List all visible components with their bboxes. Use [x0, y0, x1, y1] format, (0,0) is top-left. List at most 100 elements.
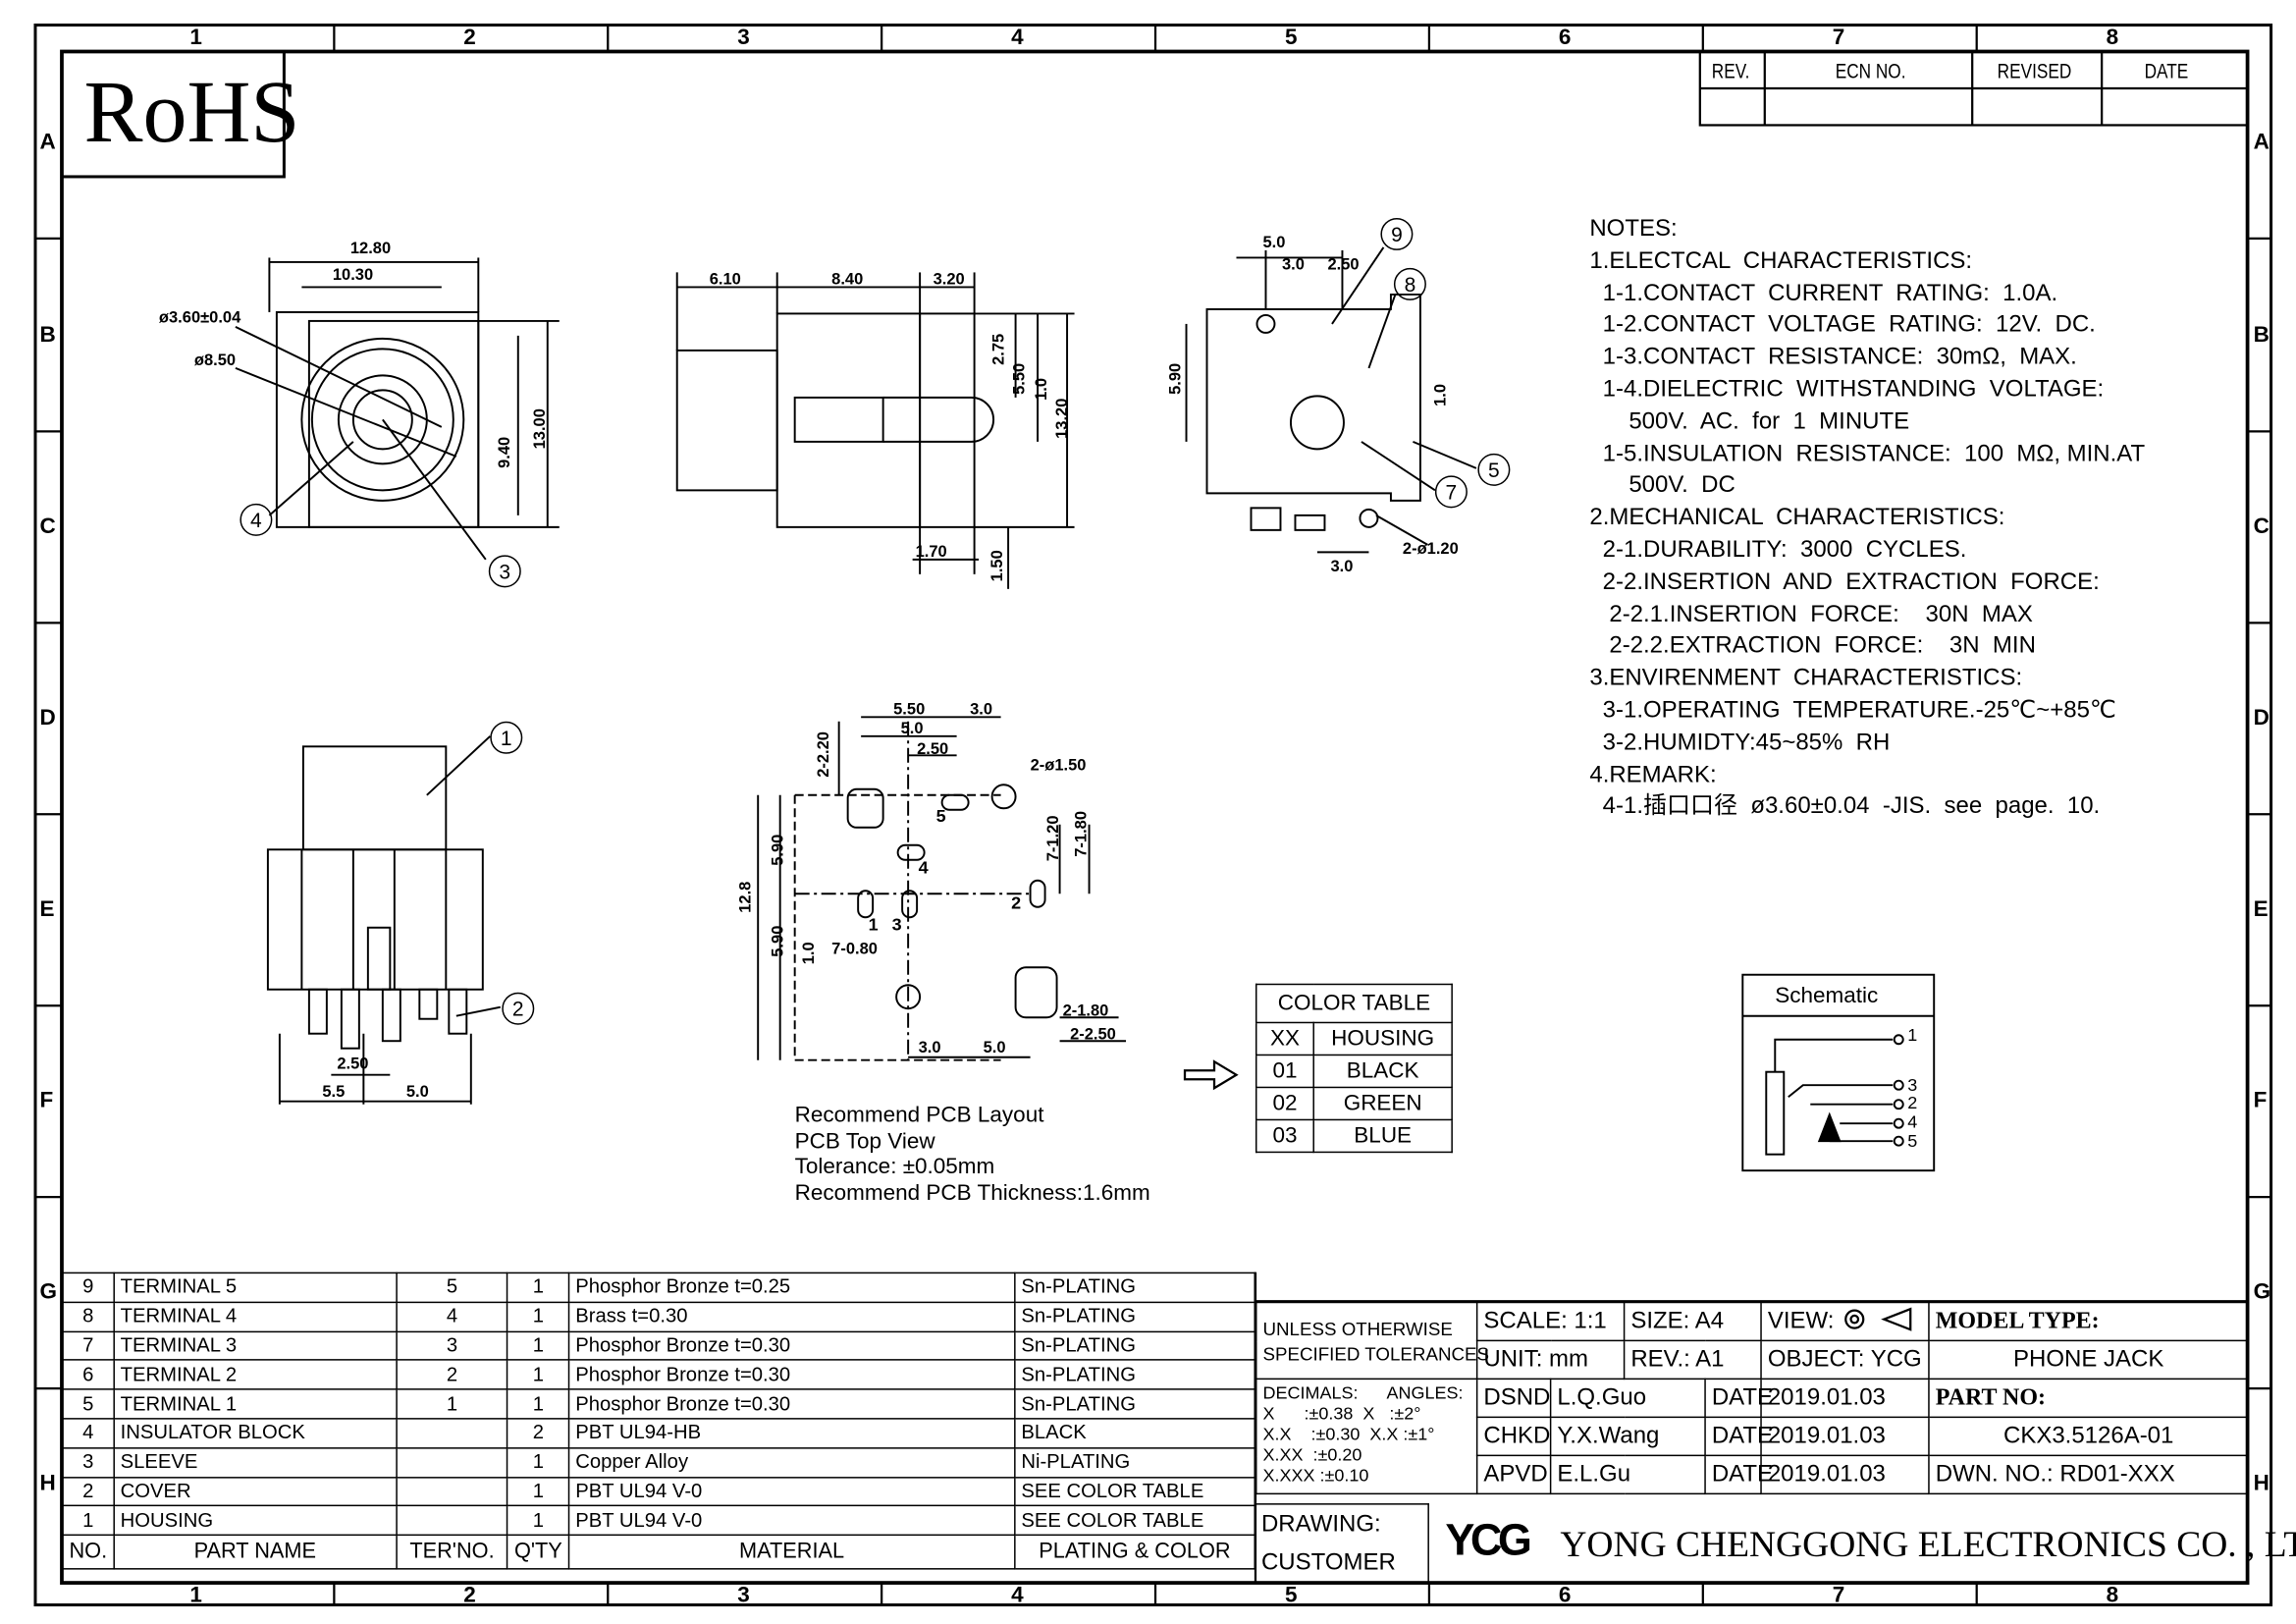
note-line: 2.MECHANICAL CHARACTERISTICS: — [1589, 505, 2005, 531]
dimension-label: 5.5 — [322, 1083, 346, 1102]
approval-name: L.Q.Guo — [1549, 1378, 1706, 1419]
dimension-label: 3.0 — [1281, 255, 1305, 274]
part-cell: 3 — [61, 1446, 115, 1478]
color-code: 02 — [1255, 1086, 1314, 1121]
part-no-value: CKX3.5126A-01 — [1928, 1416, 2250, 1457]
dimension-label: 2-2.50 — [1070, 1026, 1116, 1045]
schematic-title: Schematic — [1775, 983, 1879, 1009]
note-line: 3.ENVIRENMENT CHARACTERISTICS: — [1589, 666, 2023, 691]
part-cell: 5 — [395, 1272, 508, 1303]
note-line: 4.REMARK: — [1589, 762, 1717, 787]
part-cell: SLEEVE — [113, 1446, 398, 1478]
dimension-label: 8.40 — [831, 270, 864, 289]
column-label: 1 — [189, 1583, 202, 1608]
dimension-label: 3.0 — [970, 700, 993, 719]
tolerance-title: SPECIFIED TOLERANCES — [1262, 1343, 1490, 1365]
part-cell: 8 — [61, 1301, 115, 1332]
tolerance-values: DECIMALS: ANGLES:X :±0.38 X :±2°X.X :±0.… — [1255, 1378, 1478, 1495]
note-line: 2-2.2.EXTRACTION FORCE: 3N MIN — [1589, 633, 2036, 659]
part-cell: TERMINAL 1 — [113, 1388, 398, 1420]
part-cell: 6 — [61, 1359, 115, 1390]
part-cell: Ni-PLATING — [1013, 1446, 1255, 1478]
company-logo: YCG — [1445, 1516, 1531, 1566]
part-cell: 1 — [507, 1476, 570, 1507]
schematic-pin: 4 — [1907, 1111, 1918, 1133]
row-label: D — [39, 705, 56, 731]
part-cell: 1 — [507, 1272, 570, 1303]
part-cell: 1 — [507, 1446, 570, 1478]
housing-header: HOUSING — [1312, 1021, 1453, 1056]
row-label: F — [39, 1088, 54, 1113]
model-type-value: PHONE JACK — [1928, 1339, 2250, 1380]
dimension-label: 3.0 — [1330, 558, 1354, 576]
tolerance-line: X.XX :±0.20 — [1262, 1444, 1362, 1466]
dimension-label: 2-2.20 — [815, 731, 833, 778]
dimension-label: 1.0 — [1431, 383, 1450, 406]
dimension-label: 7-1.80 — [1073, 810, 1092, 857]
note-line: NOTES: — [1589, 216, 1678, 242]
column-label: 3 — [737, 1583, 750, 1608]
dimension-label: 7-0.80 — [831, 941, 878, 959]
part-cell: PBT UL94 V-0 — [567, 1505, 1016, 1537]
approval-role: DSND — [1475, 1378, 1552, 1419]
part-cell: Phosphor Bronze t=0.30 — [567, 1388, 1016, 1420]
part-cell: 7 — [61, 1330, 115, 1362]
part-cell: 5 — [61, 1388, 115, 1420]
pcb-note: Recommend PCB Layout — [794, 1103, 1044, 1128]
row-label: C — [2253, 514, 2269, 539]
part-cell: HOUSING — [113, 1505, 398, 1537]
pcb-note: Tolerance: ±0.05mm — [794, 1154, 995, 1180]
tolerance-line: X :±0.38 X :±2° — [1262, 1403, 1421, 1425]
column-label: 7 — [1832, 1583, 1845, 1608]
front-view — [235, 257, 560, 561]
part-cell: 2 — [507, 1418, 570, 1449]
part-cell: 2 — [395, 1359, 508, 1390]
dimension-label: 2.50 — [1327, 255, 1360, 274]
approval-date: 2019.01.03 — [1760, 1378, 1930, 1419]
tolerance-title: UNLESS OTHERWISE — [1262, 1318, 1453, 1339]
dwn-no: DWN. NO.: RD01-XXX — [1928, 1454, 2250, 1495]
dimension-label: 5.90 — [1167, 362, 1186, 395]
part-cell: INSULATOR BLOCK — [113, 1418, 398, 1449]
model-type-label: MODEL TYPE: — [1928, 1301, 2250, 1342]
dimension-label: 1.50 — [988, 550, 1007, 582]
part-cell: 1 — [507, 1301, 570, 1332]
arrow-icon — [1183, 1059, 1239, 1091]
part-cell: Phosphor Bronze t=0.30 — [567, 1359, 1016, 1390]
color-table-title: COLOR TABLE — [1255, 983, 1453, 1024]
part-cell: SEE COLOR TABLE — [1013, 1505, 1255, 1537]
part-cell: SEE COLOR TABLE — [1013, 1476, 1255, 1507]
part-cell: Copper Alloy — [567, 1446, 1016, 1478]
row-label: A — [39, 129, 56, 155]
dimension-label: 1.0 — [800, 942, 819, 965]
dimension-label: 2.50 — [337, 1056, 369, 1074]
note-line: 1-4.DIELECTRIC WITHSTANDING VOLTAGE: — [1589, 376, 2105, 403]
drawing-customer-cell: DRAWING: CUSTOMER — [1255, 1503, 1429, 1585]
schematic-symbol — [1741, 973, 1936, 1172]
column-label: 2 — [463, 25, 476, 50]
notes-block: NOTES:1.ELECTCAL CHARACTERISTICS: 1-1.CO… — [1589, 213, 2145, 823]
color-code-header: XX — [1255, 1021, 1314, 1056]
column-label: 8 — [2106, 1583, 2119, 1608]
part-cell: Phosphor Bronze t=0.25 — [567, 1272, 1016, 1303]
column-label: 1 — [189, 25, 202, 50]
pcb-pin-label: 1 — [868, 914, 879, 936]
part-cell — [395, 1505, 508, 1537]
row-label: B — [2253, 322, 2269, 348]
revised-header: REVISED — [1997, 58, 2072, 82]
parts-header: PLATING & COLOR — [1013, 1534, 1255, 1570]
item-balloon: 1 — [490, 721, 523, 754]
row-label: B — [39, 322, 56, 348]
column-label: 3 — [737, 25, 750, 50]
part-cell: TERMINAL 4 — [113, 1301, 398, 1332]
ecn-header: ECN NO. — [1835, 58, 1906, 82]
pcb-note: PCB Top View — [794, 1128, 935, 1154]
dimension-label: 2-1.80 — [1062, 1002, 1109, 1021]
